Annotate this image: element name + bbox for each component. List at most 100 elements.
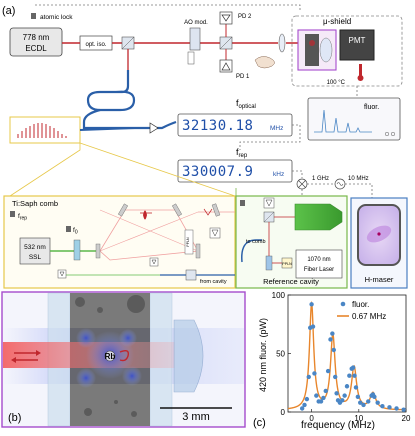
data-point <box>318 399 324 404</box>
comb-bs <box>185 269 197 281</box>
cell-hole <box>84 408 92 416</box>
mu-shield-region <box>291 15 403 87</box>
thermometer-icon <box>359 64 362 76</box>
data-point <box>387 405 392 410</box>
cell-hole <box>127 295 145 313</box>
data-point <box>309 302 314 307</box>
f-optical-label: foptical <box>236 98 256 110</box>
data-point <box>302 402 307 408</box>
panel-b-label: (b) <box>8 412 21 424</box>
data-point <box>355 394 361 399</box>
data-point <box>372 394 377 399</box>
output-mirror <box>211 203 221 217</box>
comb-f0-label: f0 <box>73 227 78 236</box>
cavity-ppln-label: PPLN <box>282 262 292 266</box>
comb-pd-2 <box>149 257 159 267</box>
focus-lens <box>278 33 286 53</box>
f-rep-label: frep <box>236 147 248 159</box>
data-point <box>325 368 331 374</box>
vapor-cell-block <box>305 34 319 66</box>
optical-isolator-label: opt. iso. <box>85 42 106 48</box>
f-optical-unit: MHz <box>270 125 283 132</box>
fluorescence-glow <box>76 328 96 348</box>
comb-mirror-1 <box>95 243 101 259</box>
comb-spectrum-icon <box>17 123 67 138</box>
laser-type: ECDL <box>25 44 47 53</box>
data-point <box>299 406 305 411</box>
pump-laser <box>19 237 51 265</box>
x-tick-label: 0 <box>309 414 314 423</box>
data-point <box>330 331 335 336</box>
cell-hole <box>75 297 85 307</box>
rb-label: Rb <box>105 352 116 361</box>
comb-f0-lock-icon <box>66 226 71 232</box>
data-point <box>323 388 328 394</box>
scale-label: 3 mm <box>182 411 210 423</box>
ghz-label: 1 GHz <box>312 176 329 182</box>
y-tick-label: 50 <box>276 350 285 359</box>
data-point <box>331 347 336 353</box>
legend: fluor. 0.67 MHz <box>337 300 386 321</box>
laser-wavelength: 778 nm <box>23 33 50 42</box>
legend-label-fit: 0.67 MHz <box>352 312 386 321</box>
fluorescence-glow <box>76 368 96 388</box>
comb-mirror-3 <box>171 203 183 217</box>
pd2-icon <box>221 14 231 22</box>
data-point <box>358 400 363 405</box>
data-point <box>334 391 339 396</box>
cell-glow <box>309 40 315 46</box>
data-point <box>394 406 399 411</box>
y-tick-label: 0 <box>281 408 286 417</box>
knob-icon-1 <box>384 131 390 137</box>
data-point <box>310 324 316 329</box>
legend-marker-fluor <box>340 301 346 307</box>
data-point <box>350 365 356 370</box>
ten-mhz-label: 10 MHz <box>348 176 369 182</box>
output-pulse-icon <box>203 208 213 216</box>
panel-a: (a) atomic lock 778 nm ECDL opt. iso. AO… <box>2 4 408 289</box>
panel-c: (c) 420 nm fluor. (pW) frequency (MHz) 0… <box>253 291 411 431</box>
data-point <box>352 373 357 378</box>
pump-lens <box>73 239 81 261</box>
to-comb-label: to comb <box>246 239 266 245</box>
cavity-lock-icon <box>240 200 245 206</box>
ecdl-laser <box>9 27 63 57</box>
from-cavity-label: from cavity <box>200 279 227 285</box>
reference-cavity-title: Reference cavity <box>263 277 319 286</box>
pd2-label: PD 2 <box>238 14 252 20</box>
fiber-laser-wavelength: 1070 nm <box>307 257 330 263</box>
pd2-detector <box>219 11 233 25</box>
data-point <box>312 371 317 376</box>
panel-c-label: (c) <box>253 417 266 429</box>
f-rep-unit: kHz <box>273 171 284 178</box>
comb-frep-lock-icon <box>10 211 15 217</box>
fluor-monitor-label: fluor. <box>364 104 379 111</box>
hmaser-title: H-maser <box>365 275 394 284</box>
comb-title: Ti:Saph comb <box>12 199 58 208</box>
data-point <box>306 374 311 380</box>
fluor-trace-icon <box>314 109 372 133</box>
ao-modulator <box>189 27 201 51</box>
cell-hole <box>114 400 118 404</box>
pmt-label: PMT <box>349 36 366 45</box>
comb-pd-small <box>57 269 67 279</box>
atomic-lock-line <box>35 4 301 12</box>
optical-to-rep-line <box>239 124 301 150</box>
ao-modulator-label: AO mod. <box>184 20 208 26</box>
comb-frep-label: frep <box>18 213 27 222</box>
cavity-ppln <box>281 257 293 269</box>
cell-hole <box>97 307 103 313</box>
x-tick-label: 10 <box>354 414 363 423</box>
optical-fiber <box>86 70 136 112</box>
pump-wavelength: 532 nm <box>24 244 46 251</box>
comb-photodiode <box>209 227 221 239</box>
data-point <box>347 373 352 378</box>
panel-b: Rb 3 mm (b) <box>1 291 246 428</box>
comb-ppln-label: PPLN <box>186 237 190 247</box>
lock-icon <box>31 13 36 19</box>
f-rep-value: 330007.9 <box>182 164 253 180</box>
rb-atom-icon <box>104 350 116 362</box>
data-point <box>340 398 345 403</box>
data-point <box>333 374 338 380</box>
fluorescence-glow <box>122 366 142 386</box>
